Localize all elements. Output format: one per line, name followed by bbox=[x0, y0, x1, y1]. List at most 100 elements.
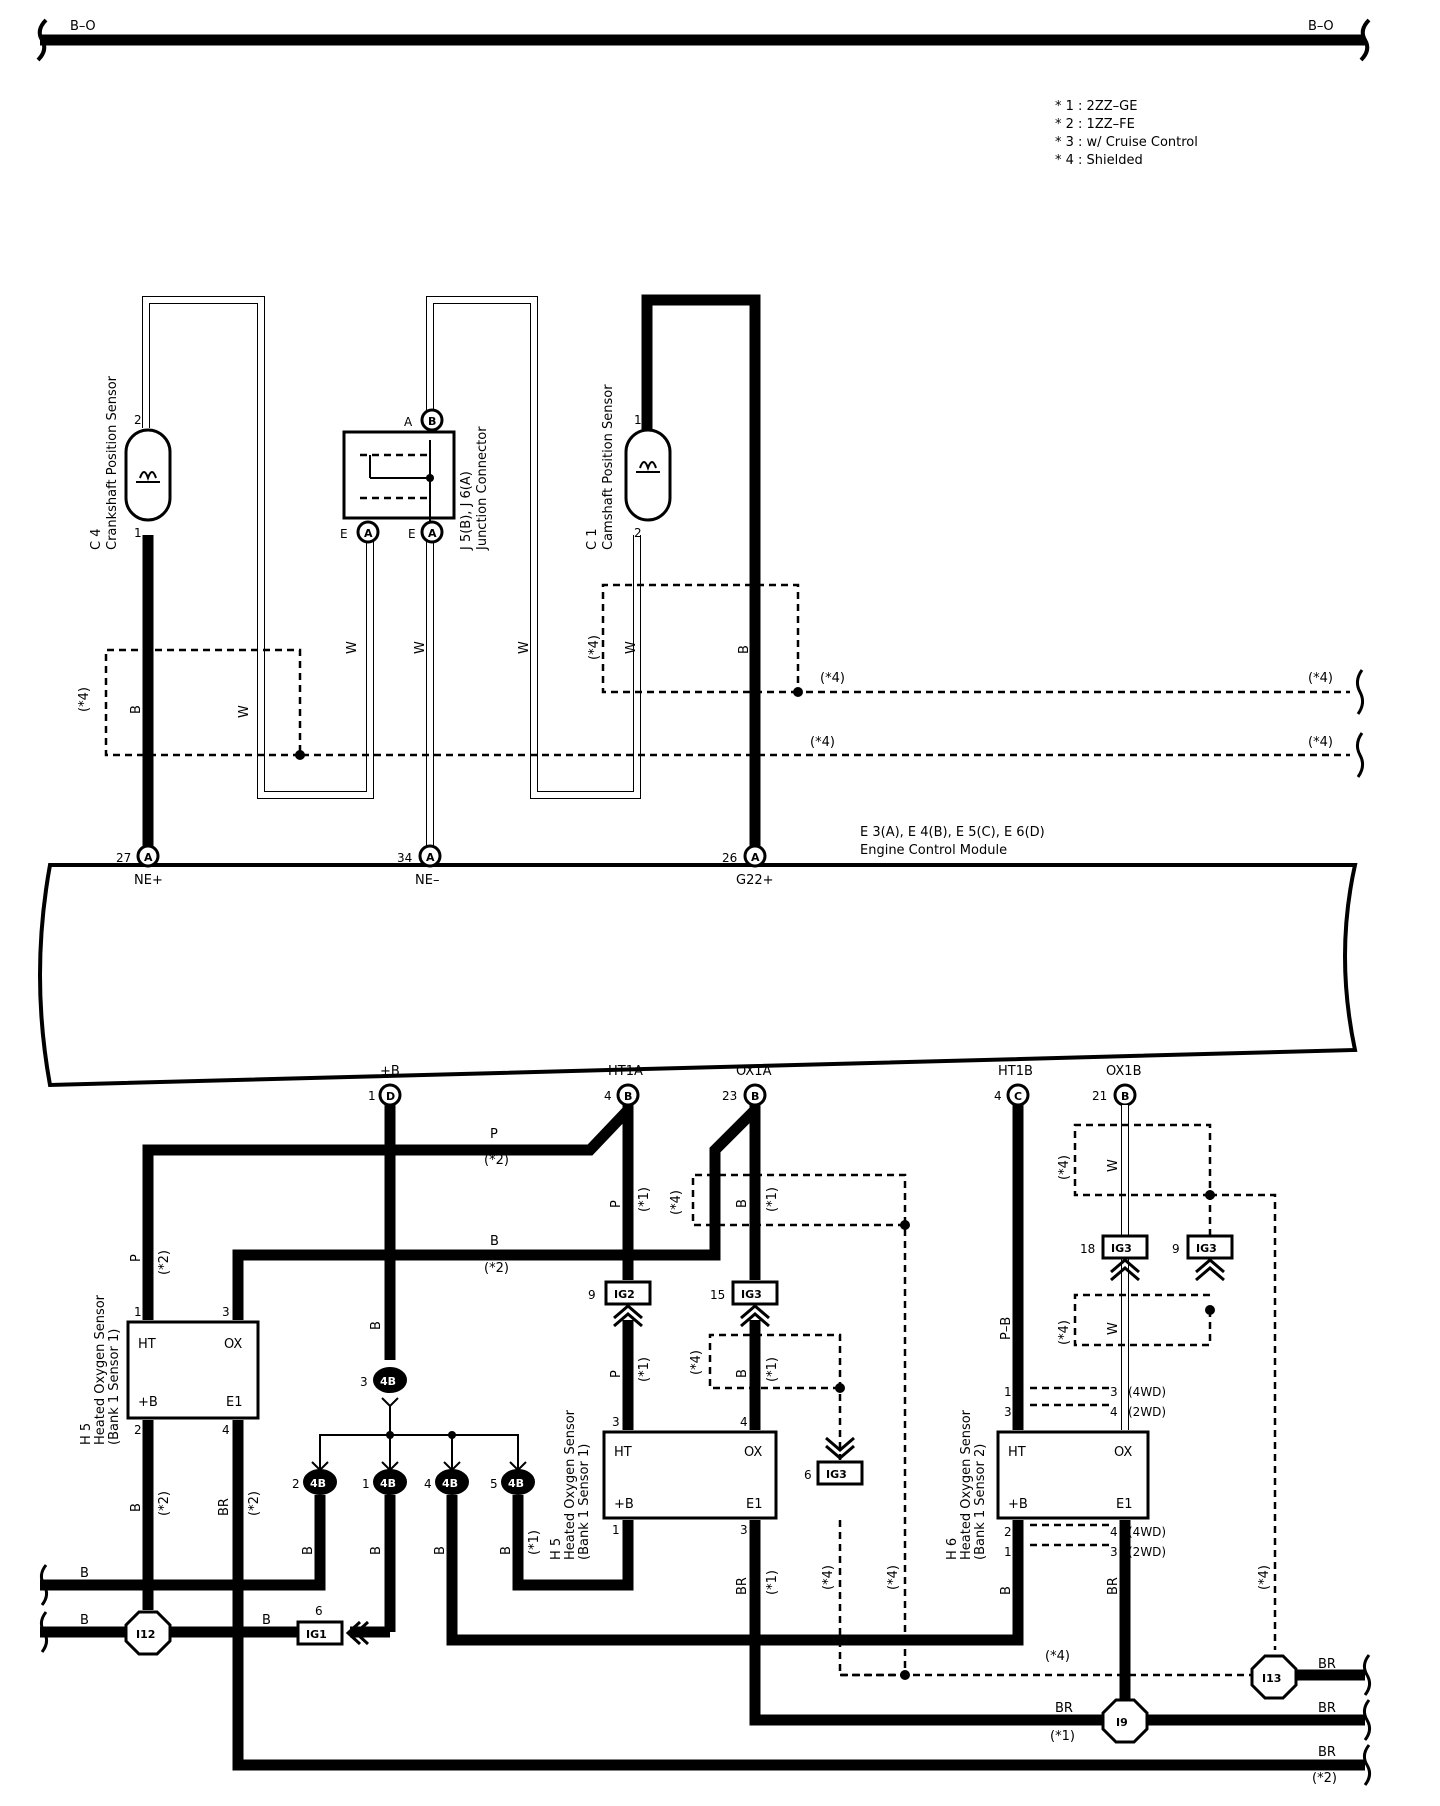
shield-note-c1: (*4) bbox=[820, 671, 845, 686]
c1-pin-bottom: 2 bbox=[634, 526, 642, 540]
h6-pin2: 2 bbox=[1004, 1525, 1012, 1539]
ground-i9-icon bbox=[1101, 1698, 1149, 1744]
h5a-sub: (Bank 1 Sensor 1) bbox=[107, 1329, 122, 1445]
ecm-top-pin-1-conn: A bbox=[144, 851, 153, 864]
wire-br-h6: BR bbox=[1106, 1577, 1121, 1595]
ig3b-num: 18 bbox=[1080, 1242, 1095, 1256]
sensor-coil-icon bbox=[136, 471, 160, 483]
wire-w-h6: W bbox=[1106, 1322, 1121, 1335]
ig3a-name: IG3 bbox=[741, 1288, 762, 1301]
shield-note-h5b-2: (*4) bbox=[886, 1565, 901, 1590]
ecm-bottom-pin-1-name: +B bbox=[380, 1064, 400, 1079]
j4b-4-name: 4B bbox=[442, 1477, 458, 1490]
shield-note-ground: (*4) bbox=[1045, 1649, 1070, 1664]
wire-p-top: P bbox=[490, 1127, 498, 1142]
wire-b-plusb: B bbox=[369, 1321, 384, 1330]
h6-2wd-top: (2WD) bbox=[1128, 1405, 1166, 1419]
lower-breaks bbox=[39, 1564, 1372, 1786]
wire-b-ground-top: B bbox=[80, 1566, 89, 1581]
wire-br-h5b: BR bbox=[735, 1577, 750, 1595]
ecm-bottom-pin-2-name: HT1A bbox=[608, 1064, 643, 1079]
jc-br-conn: A bbox=[428, 527, 437, 540]
connector-arrow-icon bbox=[613, 1304, 643, 1328]
ig3d-num: 6 bbox=[804, 1468, 812, 1482]
ground-i13: I13 bbox=[1262, 1672, 1281, 1685]
h5a-id: H 5 bbox=[79, 1423, 94, 1445]
ig3c-name: IG3 bbox=[1196, 1242, 1217, 1255]
h6-pin3: 3 bbox=[1004, 1405, 1012, 1419]
jc-br-pin: E bbox=[408, 527, 416, 541]
jc-id: J 5(B), J 6(A) bbox=[459, 471, 474, 551]
note-2: * 2 : 1ZZ–FE bbox=[1055, 117, 1135, 132]
ground-i9: I9 bbox=[1116, 1716, 1128, 1729]
ig2-num: 9 bbox=[588, 1288, 596, 1302]
shield-note-h5b: (*4) bbox=[821, 1565, 836, 1590]
variant-n2-h5a-plusb: (*2) bbox=[157, 1491, 172, 1516]
wire-b-ox1a: B bbox=[735, 1199, 750, 1208]
wire-b-h6-plusb: B bbox=[999, 1586, 1014, 1595]
shield-note-h6: (*4) bbox=[1057, 1320, 1072, 1345]
bus-bo: B–O B–O bbox=[36, 18, 1371, 62]
c1-id: C 1 bbox=[585, 529, 600, 550]
j4b-1-num: 1 bbox=[362, 1477, 370, 1491]
ecm-top-pin-2-num: 34 bbox=[397, 851, 412, 865]
h6-id: H 6 bbox=[945, 1538, 960, 1560]
ecm-bottom-pin-3-conn: B bbox=[751, 1090, 759, 1103]
heated-oxygen-sensor-h6: HT OX +B E1 1 3 2 1 3 (4WD) 4 (2WD) 4 (4… bbox=[945, 1385, 1166, 1560]
wire-p-h5a: P bbox=[129, 1254, 144, 1262]
h6-4wd-bot: (4WD) bbox=[1128, 1525, 1166, 1539]
ecm-bottom-pin-4-name: HT1B bbox=[998, 1064, 1033, 1079]
jc-bl-pin: E bbox=[340, 527, 348, 541]
heated-oxygen-sensor-h5-mid: HT OX +B E1 3 4 1 3 H 5 Heated Oxygen Se… bbox=[549, 1409, 778, 1560]
ecm-top-pin-1-num: 27 bbox=[116, 851, 131, 865]
wire-br-h5a: BR bbox=[217, 1498, 232, 1516]
h5b-e1: E1 bbox=[746, 1497, 763, 1512]
wire-br-i13: BR bbox=[1318, 1657, 1336, 1672]
shield-note-i13: (*4) bbox=[1257, 1565, 1272, 1590]
h6-e1: E1 bbox=[1116, 1497, 1133, 1512]
c4-pin-top: 2 bbox=[134, 413, 142, 427]
j4b-top-num: 3 bbox=[360, 1375, 368, 1389]
wire-b-mid: B bbox=[490, 1234, 499, 1249]
h6-pin1b: 1 bbox=[1004, 1545, 1012, 1559]
h5a-ht: HT bbox=[138, 1337, 156, 1352]
wire-w-3: W bbox=[413, 641, 428, 654]
wire-w-4: W bbox=[517, 641, 532, 654]
h6-pin1: 1 bbox=[1004, 1385, 1012, 1399]
wire-w-1: W bbox=[237, 705, 252, 718]
wire-b-h5b: B bbox=[735, 1369, 750, 1378]
h6-rpin3: 3 bbox=[1110, 1385, 1118, 1399]
upper-white-wires bbox=[142, 296, 641, 848]
notes: * 1 : 2ZZ–GE * 2 : 1ZZ–FE * 3 : w/ Cruis… bbox=[1055, 99, 1198, 168]
ecm-bottom-pin-4-num: 4 bbox=[994, 1089, 1002, 1103]
h5a-pin2: 2 bbox=[134, 1423, 142, 1437]
junction-4b: 4B 3 4B 2 4B 1 4B 4 4B 5 bbox=[292, 1367, 535, 1495]
h6-4wd-top: (4WD) bbox=[1128, 1385, 1166, 1399]
wire-b-4b2: B bbox=[301, 1546, 316, 1555]
ecm-top-pin-3-name: G22+ bbox=[736, 873, 774, 888]
shield-note-main: (*4) bbox=[810, 735, 835, 750]
h6-sub: (Bank 1 Sensor 2) bbox=[973, 1444, 988, 1560]
lower-thick-wires bbox=[40, 1105, 1365, 1771]
h5a-pin1: 1 bbox=[134, 1305, 142, 1319]
connector-arrow-icon bbox=[345, 1620, 370, 1646]
variant-n1-4b5: (*1) bbox=[527, 1530, 542, 1555]
connector-arrow-icon bbox=[825, 1436, 855, 1460]
note-3: * 3 : w/ Cruise Control bbox=[1055, 135, 1198, 150]
bus-label-left: B–O bbox=[70, 19, 96, 34]
ecm-bottom-pin-2-num: 4 bbox=[604, 1089, 612, 1103]
wire-b-ground-i12: B bbox=[80, 1613, 89, 1628]
note-1: * 1 : 2ZZ–GE bbox=[1055, 99, 1137, 114]
shield-note-ox1a: (*4) bbox=[669, 1190, 684, 1215]
wire-b-4b1: B bbox=[369, 1546, 384, 1555]
h5b-id: H 5 bbox=[549, 1538, 564, 1560]
engine-control-module: E 3(A), E 4(B), E 5(C), E 6(D) Engine Co… bbox=[38, 825, 1358, 1107]
ground-points: I12 I13 I9 bbox=[124, 1610, 1298, 1744]
variant-n2-b: (*2) bbox=[484, 1261, 509, 1276]
junction-connector: B A A E A E J 5(B), J 6(A) Junction Conn… bbox=[340, 408, 490, 551]
jc-top-conn: B bbox=[428, 415, 436, 428]
wire-b-4b5: B bbox=[499, 1546, 514, 1555]
ecm-bottom-pin-3-num: 23 bbox=[722, 1089, 737, 1103]
h5a-name: Heated Oxygen Sensor bbox=[93, 1294, 108, 1445]
